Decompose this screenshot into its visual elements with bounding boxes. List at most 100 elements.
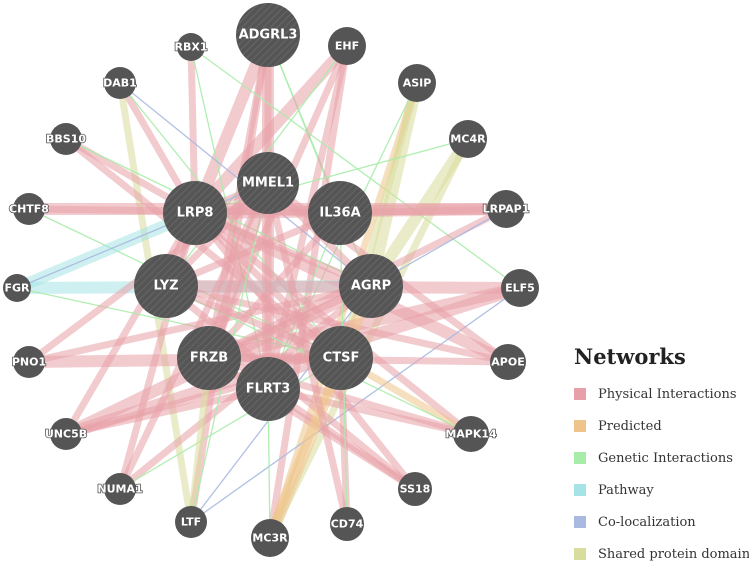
node-chtf8[interactable]: CHTF8 bbox=[8, 193, 50, 225]
node-label: RBX1 bbox=[175, 41, 208, 54]
node-mmel1[interactable]: MMEL1 bbox=[237, 152, 299, 214]
node-ehf[interactable]: EHF bbox=[328, 27, 366, 65]
legend-swatch bbox=[574, 548, 586, 560]
edge-fgr-mmel1 bbox=[16, 182, 269, 289]
node-label: MMEL1 bbox=[242, 176, 294, 191]
legend-label: Predicted bbox=[598, 418, 662, 434]
node-label: MC4R bbox=[450, 133, 486, 146]
node-circle bbox=[328, 27, 366, 65]
node-label: ELF5 bbox=[505, 282, 535, 295]
node-circle bbox=[487, 190, 525, 228]
node-bbs10[interactable]: BBS10 bbox=[45, 123, 87, 155]
legend-title: Networks bbox=[574, 344, 686, 369]
node-elf5[interactable]: ELF5 bbox=[501, 269, 539, 307]
node-label: PNO1 bbox=[12, 356, 46, 369]
node-circle bbox=[308, 181, 372, 245]
node-circle bbox=[339, 254, 403, 318]
node-pno1[interactable]: PNO1 bbox=[11, 346, 47, 378]
node-circle bbox=[177, 326, 241, 390]
legend-label: Shared protein domains bbox=[598, 546, 749, 562]
node-unc5b[interactable]: UNC5B bbox=[44, 418, 88, 450]
node-circle bbox=[490, 344, 526, 380]
node-lrpap1[interactable]: LRPAP1 bbox=[482, 190, 530, 228]
node-label: ASIP bbox=[403, 77, 432, 90]
legend-swatch bbox=[574, 388, 586, 400]
legend-item-predicted[interactable]: Predicted bbox=[574, 410, 749, 442]
edge-rbx1-elf5 bbox=[190, 46, 521, 289]
node-label: FRZB bbox=[190, 351, 228, 366]
node-label: UNC5B bbox=[45, 428, 87, 441]
node-circle bbox=[501, 269, 539, 307]
node-circle bbox=[237, 152, 299, 214]
node-asip[interactable]: ASIP bbox=[398, 64, 436, 102]
node-fgr[interactable]: FGR bbox=[3, 274, 31, 302]
node-agrp[interactable]: AGRP bbox=[339, 254, 403, 318]
legend-item-pathway[interactable]: Pathway bbox=[574, 474, 749, 506]
node-cd74[interactable]: CD74 bbox=[330, 507, 364, 541]
node-ltf[interactable]: LTF bbox=[175, 506, 207, 538]
legend-label: Co-localization bbox=[598, 514, 696, 530]
node-lrp8[interactable]: LRP8 bbox=[163, 181, 227, 245]
node-apoe[interactable]: APOE bbox=[490, 344, 526, 380]
legend-swatch bbox=[574, 420, 586, 432]
legend-label: Genetic Interactions bbox=[598, 450, 733, 466]
node-flrt3[interactable]: FLRT3 bbox=[236, 357, 300, 421]
legend-label: Pathway bbox=[598, 482, 654, 498]
node-circle bbox=[104, 473, 136, 505]
node-circle bbox=[104, 67, 136, 99]
node-circle bbox=[3, 274, 31, 302]
node-circle bbox=[175, 506, 207, 538]
legend-item-shared-protein-domains[interactable]: Shared protein domains bbox=[574, 538, 749, 570]
networks-legend: Networks Physical Interactions Predicted… bbox=[574, 344, 749, 570]
node-circle bbox=[163, 181, 227, 245]
node-circle bbox=[13, 346, 45, 378]
node-circle bbox=[309, 326, 373, 390]
node-label: CD74 bbox=[331, 518, 364, 531]
node-mapk14[interactable]: MAPK14 bbox=[445, 416, 498, 452]
node-il36a[interactable]: IL36A bbox=[308, 181, 372, 245]
node-label: ADGRL3 bbox=[239, 28, 298, 43]
node-circle bbox=[330, 507, 364, 541]
node-circle bbox=[50, 418, 82, 450]
node-numa1[interactable]: NUMA1 bbox=[97, 473, 143, 505]
node-label: NUMA1 bbox=[97, 483, 142, 496]
node-label: FLRT3 bbox=[246, 382, 291, 397]
node-label: APOE bbox=[491, 356, 524, 369]
legend-item-physical-interactions[interactable]: Physical Interactions bbox=[574, 378, 749, 410]
node-circle bbox=[398, 64, 436, 102]
node-frzb[interactable]: FRZB bbox=[177, 326, 241, 390]
node-label: FGR bbox=[4, 282, 30, 295]
node-circle bbox=[449, 120, 487, 158]
legend-item-co-localization[interactable]: Co-localization bbox=[574, 506, 749, 538]
node-ctsf[interactable]: CTSF bbox=[309, 326, 373, 390]
node-label: LYZ bbox=[153, 279, 178, 294]
node-label: EHF bbox=[335, 40, 359, 53]
node-label: IL36A bbox=[319, 206, 360, 221]
node-label: LTF bbox=[181, 516, 201, 529]
node-circle bbox=[13, 193, 45, 225]
node-label: CHTF8 bbox=[9, 203, 49, 216]
node-label: MC3R bbox=[252, 532, 288, 545]
node-circle bbox=[50, 123, 82, 155]
node-label: LRP8 bbox=[177, 206, 214, 221]
legend-label: Physical Interactions bbox=[598, 386, 737, 402]
node-label: SS18 bbox=[400, 483, 431, 496]
node-circle bbox=[398, 472, 432, 506]
node-lyz[interactable]: LYZ bbox=[134, 254, 198, 318]
node-circle bbox=[251, 519, 289, 557]
edge-layer bbox=[14, 32, 522, 541]
node-label: MAPK14 bbox=[445, 428, 497, 441]
node-rbx1[interactable]: RBX1 bbox=[174, 33, 208, 61]
legend-swatch bbox=[574, 516, 586, 528]
node-mc4r[interactable]: MC4R bbox=[449, 120, 487, 158]
node-dab1[interactable]: DAB1 bbox=[102, 67, 138, 99]
legend-item-genetic-interactions[interactable]: Genetic Interactions bbox=[574, 442, 749, 474]
node-label: AGRP bbox=[351, 279, 391, 294]
node-circle bbox=[453, 416, 489, 452]
node-label: CTSF bbox=[323, 351, 360, 366]
node-ss18[interactable]: SS18 bbox=[398, 472, 432, 506]
node-adgrl3[interactable]: ADGRL3 bbox=[236, 3, 300, 67]
node-mc3r[interactable]: MC3R bbox=[251, 519, 289, 557]
